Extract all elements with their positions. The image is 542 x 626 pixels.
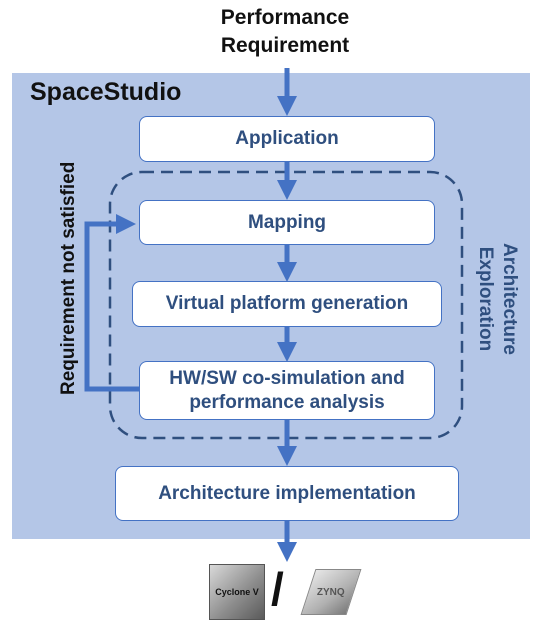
mapping-label: Mapping	[247, 211, 327, 233]
application-label: Application	[235, 128, 339, 149]
virtual-platform-box: Virtual platform generation	[132, 281, 442, 327]
feedback-loop-arrow	[84, 214, 139, 392]
zynq-chip-icon: ZYNQ	[299, 564, 363, 620]
implementation-box: Architecture implementation	[115, 466, 459, 521]
target-separator: /	[271, 563, 284, 615]
implementation-label: Architecture implementation	[158, 482, 416, 504]
virtual-platform-label: Virtual platform generation	[165, 293, 409, 314]
requirement-not-satisfied-label: Requirement not satisfied	[58, 161, 79, 395]
cyclone-v-label: Cyclone V	[215, 587, 259, 597]
cosimulation-label: HW/SW co-simulation and performance anal…	[169, 367, 405, 413]
zynq-label: ZYNQ	[317, 586, 345, 598]
spacestudio-title: SpaceStudio	[30, 78, 182, 106]
cosimulation-box: HW/SW co-simulation and performance anal…	[139, 361, 435, 420]
mapping-box: Mapping	[139, 200, 435, 245]
cyclone-v-chip-icon: Cyclone V	[209, 564, 265, 620]
application-box: Application	[139, 116, 435, 162]
